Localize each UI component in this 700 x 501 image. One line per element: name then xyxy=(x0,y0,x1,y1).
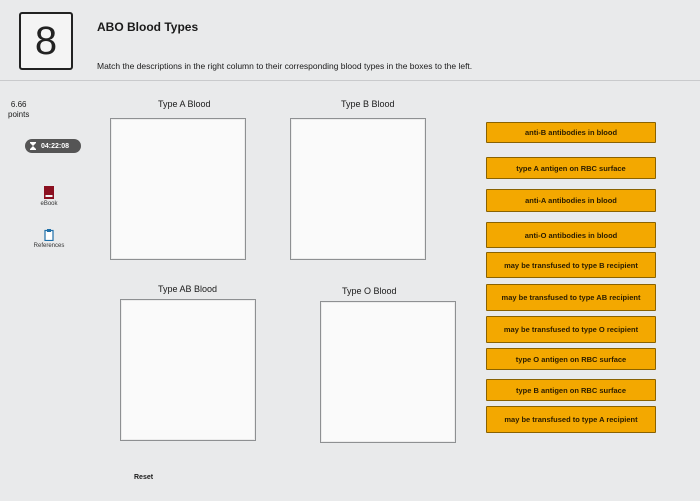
references-label: References xyxy=(33,243,65,249)
header-divider xyxy=(0,80,700,81)
ebook-button[interactable]: eBook xyxy=(25,186,73,207)
choice-chip[interactable]: may be transfused to type A recipient xyxy=(486,406,656,433)
type-o-label: Type O Blood xyxy=(342,286,397,296)
type-ab-label: Type AB Blood xyxy=(158,284,218,294)
reset-button[interactable]: Reset xyxy=(134,474,154,481)
choice-chip[interactable]: type O antigen on RBC surface xyxy=(486,348,656,370)
choice-chip[interactable]: anti-A antibodies in blood xyxy=(486,189,656,212)
references-button[interactable]: References xyxy=(25,229,73,249)
type-o-drop-box[interactable] xyxy=(320,301,456,443)
type-ab-drop-box[interactable] xyxy=(120,299,256,441)
ebook-label: eBook xyxy=(40,201,58,207)
type-a-label: Type A Blood xyxy=(158,99,211,109)
choice-chip[interactable]: type A antigen on RBC surface xyxy=(486,157,656,179)
choice-chip[interactable]: may be transfused to type AB recipient xyxy=(486,284,656,311)
type-a-drop-box[interactable] xyxy=(110,118,246,260)
book-icon xyxy=(44,186,54,199)
choice-chip[interactable]: type B antigen on RBC surface xyxy=(486,379,656,401)
clipboard-icon xyxy=(44,229,54,241)
question-number: 8 xyxy=(19,12,73,70)
choice-chip[interactable]: anti-O antibodies in blood xyxy=(486,222,656,248)
type-b-label: Type B Blood xyxy=(341,99,395,109)
question-title: ABO Blood Types xyxy=(97,20,199,34)
timer-button[interactable]: 04:22:08 xyxy=(25,139,81,153)
timer-text: 04:22:08 xyxy=(41,142,70,150)
type-b-drop-box[interactable] xyxy=(290,118,426,260)
points-display: 6.66 points xyxy=(8,100,29,120)
question-instructions: Match the descriptions in the right colu… xyxy=(97,61,473,71)
choice-chip[interactable]: anti-B antibodies in blood xyxy=(486,122,656,143)
choice-chip[interactable]: may be transfused to type O recipient xyxy=(486,316,656,343)
points-value: 6.66 xyxy=(10,100,27,109)
points-label: points xyxy=(8,110,30,119)
hourglass-icon xyxy=(30,142,36,150)
choice-chip[interactable]: may be transfused to type B recipient xyxy=(486,252,656,278)
